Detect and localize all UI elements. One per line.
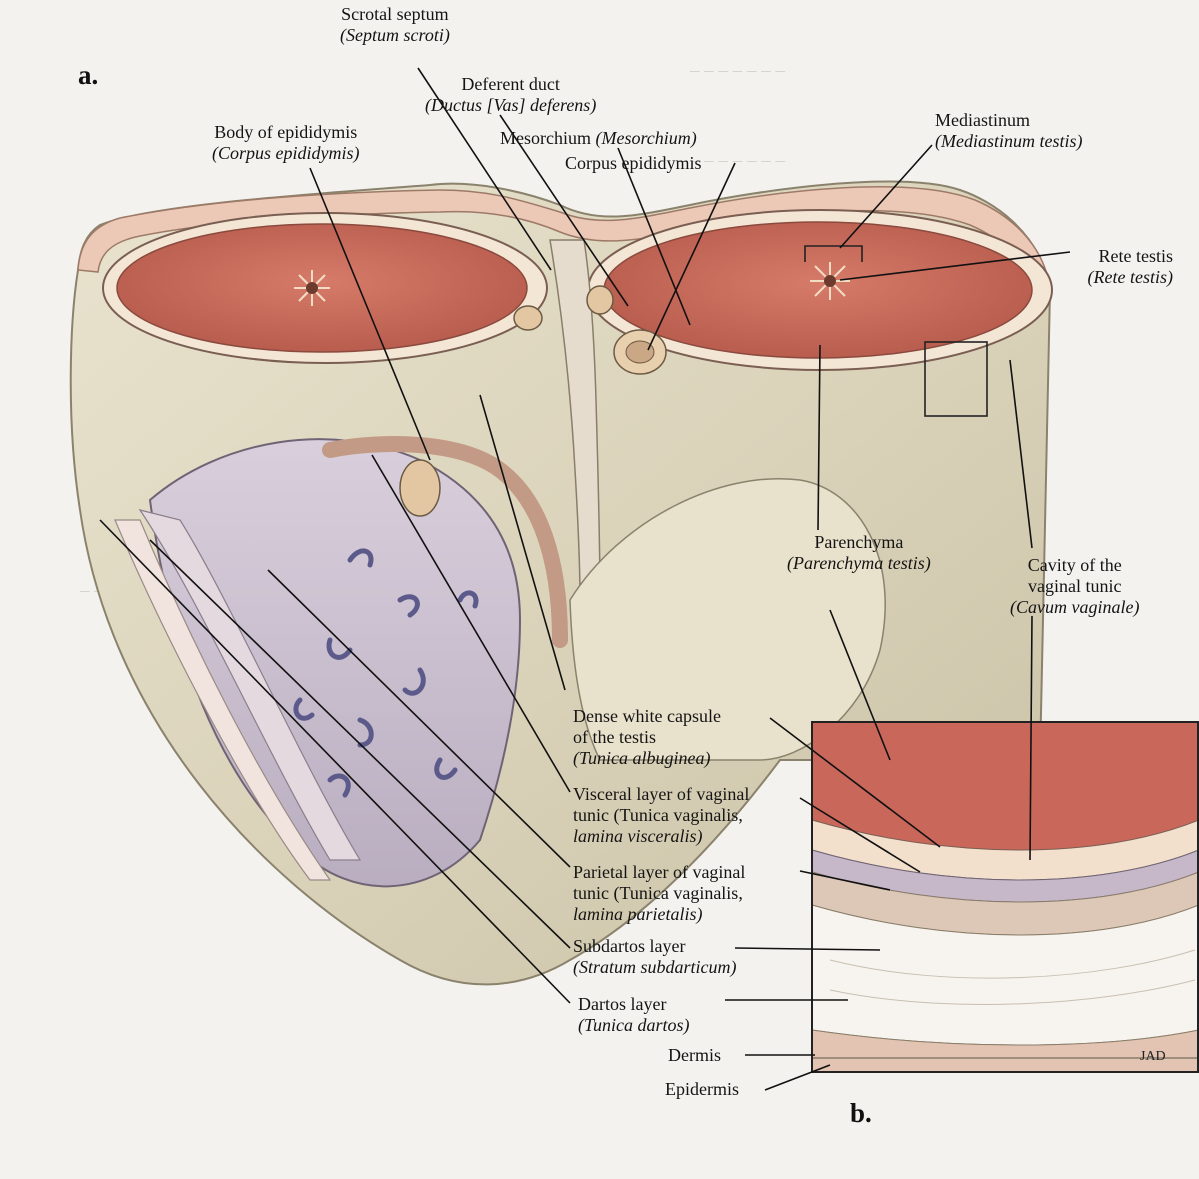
label-parenchyma: Parenchyma (Parenchyma testis)	[787, 532, 931, 573]
tunica-folds	[138, 509, 362, 861]
label-body-of-epididymis: Body of epididymis (Corpus epididymis)	[212, 122, 360, 163]
epididymis-section	[399, 459, 441, 517]
deferent-duct-right	[586, 285, 614, 315]
right-lower-bulge	[569, 478, 886, 761]
leader-lines	[99, 67, 1071, 1091]
inset-b-detail	[811, 721, 1199, 1073]
artist-signature: JAD	[1140, 1049, 1166, 1064]
cavity-vessels	[293, 548, 479, 798]
label-mediastinum: Mediastinum (Mediastinum testis)	[935, 110, 1083, 151]
label-mesorchium: Mesorchium (Mesorchium)	[500, 128, 697, 148]
label-corpus-epididymis: Corpus epididymis	[565, 153, 702, 173]
label-dense-white-capsule: Dense white capsule of the testis (Tunic…	[573, 706, 721, 768]
epididymis-left-small	[513, 305, 543, 331]
label-epidermis: Epidermis	[665, 1079, 739, 1099]
right-testis-parenchyma	[603, 221, 1033, 359]
label-subdartos-layer: Subdartos layer (Stratum subdarticum)	[573, 936, 737, 977]
label-scrotal-septum: Scrotal septum (Septum scroti)	[340, 4, 450, 45]
label-visceral-layer: Visceral layer of vaginal tunic (Tunica …	[573, 784, 750, 846]
label-parietal-layer: Parietal layer of vaginal tunic (Tunica …	[573, 862, 746, 924]
epididymis-tube	[322, 436, 568, 648]
inset-locator-box	[924, 341, 988, 417]
label-dermis: Dermis	[668, 1045, 721, 1065]
panel-label-b: b.	[850, 1098, 872, 1128]
label-rete-testis: Rete testis (Rete testis)	[1087, 246, 1173, 287]
mediastinum-bracket	[804, 245, 863, 262]
label-dartos-layer: Dartos layer (Tunica dartos)	[578, 994, 690, 1035]
label-deferent-duct: Deferent duct (Ductus [Vas] deferens)	[425, 74, 597, 115]
label-cavity-vaginal-tunic: Cavity of the vaginal tunic (Cavum vagin…	[1010, 555, 1140, 617]
inset-frame	[811, 721, 1199, 1073]
panel-label-a: a.	[78, 60, 99, 90]
